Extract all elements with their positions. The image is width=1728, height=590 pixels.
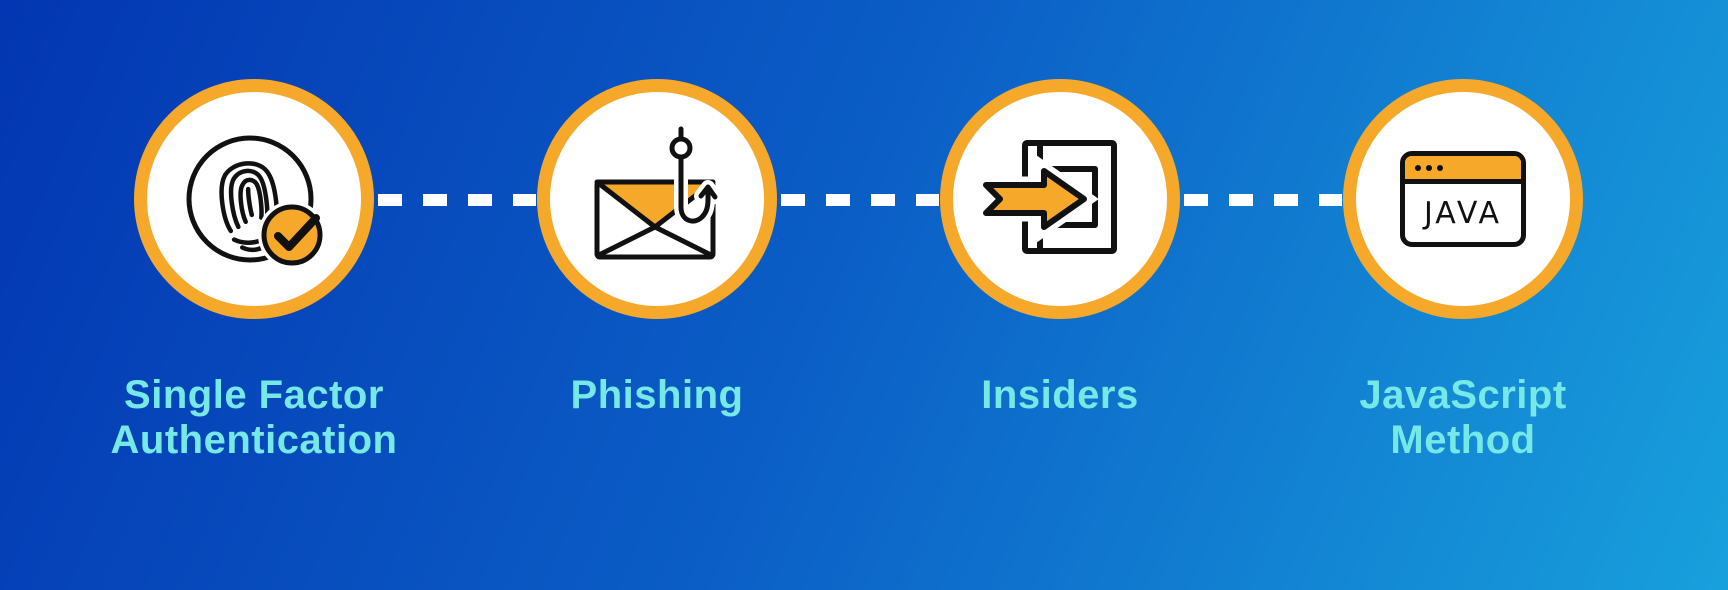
step-label-line: JavaScript <box>1359 373 1567 417</box>
step-label-line: Authentication <box>110 417 398 462</box>
step-label: Phishing <box>487 373 827 418</box>
step-circle <box>940 79 1180 319</box>
dashed-connector <box>1184 194 1342 206</box>
step-circle <box>134 79 374 319</box>
browser-body-text: JAVA <box>1423 195 1503 231</box>
phishing-hook-email-icon <box>594 122 722 260</box>
fingerprint-check-icon <box>186 135 326 269</box>
step-label: Insiders <box>890 373 1230 418</box>
insider-enter-arrow-icon <box>980 140 1117 254</box>
dashed-connector <box>781 194 939 206</box>
window-control-dot <box>1426 164 1432 171</box>
step-circle: JAVA <box>1343 79 1583 319</box>
browser-title-bar <box>1405 156 1521 184</box>
window-control-dot <box>1415 164 1421 171</box>
step-phishing: Phishing <box>487 79 827 418</box>
step-javascript-method: JAVA JavaScript Method <box>1293 79 1633 463</box>
java-browser-window-icon: JAVA <box>1400 151 1526 247</box>
step-label-line: Single Factor <box>124 373 384 417</box>
dashed-connector <box>378 194 536 206</box>
step-label-line: Insiders <box>981 373 1139 417</box>
step-label: JavaScript Method <box>1293 373 1633 463</box>
window-control-dot <box>1437 164 1443 171</box>
step-single-factor-authentication: Single Factor Authentication <box>84 79 424 463</box>
step-label: Single Factor Authentication <box>84 373 424 463</box>
step-circle <box>537 79 777 319</box>
step-label-line: Method <box>1390 417 1536 462</box>
step-label-line: Phishing <box>570 373 744 417</box>
step-insiders: Insiders <box>890 79 1230 418</box>
